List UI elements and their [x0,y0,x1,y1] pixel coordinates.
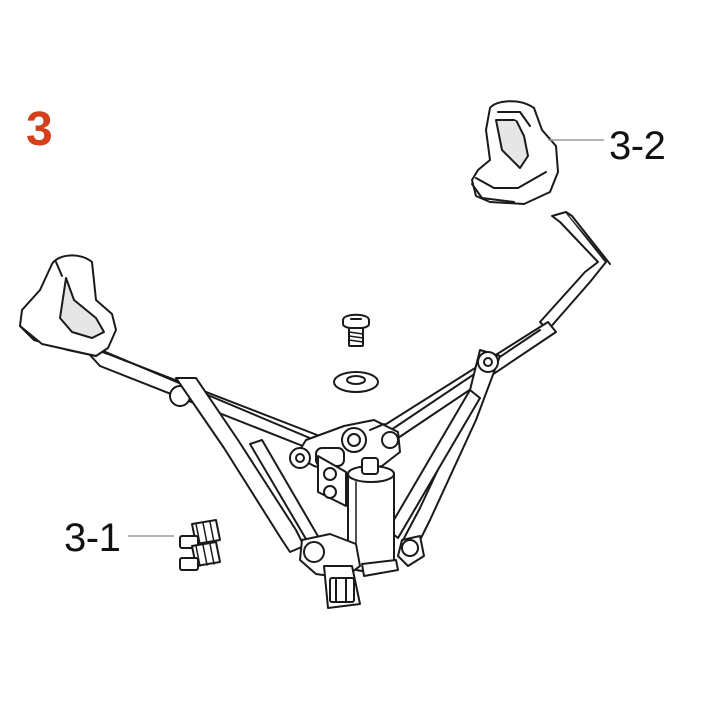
screw-part [342,313,370,347]
left-rubber-pad [19,254,117,357]
washer-part [333,371,379,393]
right-rear-leg [387,389,481,539]
callout-label-3-2: 3-2 [609,124,666,168]
figure-number: 3 [26,103,53,156]
set-screws [179,519,221,571]
lower-joint [299,533,425,609]
spare-rubber-pad [471,100,559,205]
center-tube [347,457,395,573]
right-arm-hook [539,211,611,331]
callout-label-3-1: 3-1 [64,516,121,560]
